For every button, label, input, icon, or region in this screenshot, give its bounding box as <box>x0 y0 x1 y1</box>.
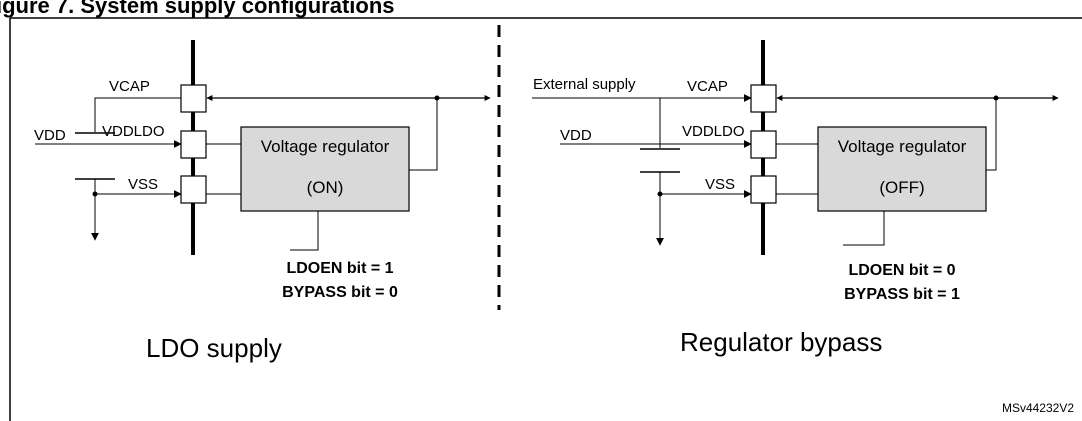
bypass-bit-label: BYPASS bit = 0 <box>282 284 398 301</box>
external-supply-label: External supply <box>533 76 636 93</box>
vddldo-label: VDDLDO <box>102 123 165 140</box>
control-wire <box>290 211 319 251</box>
regulator-output-wire <box>986 98 997 171</box>
vdd-label: VDD <box>560 127 592 144</box>
bypass-bit-label: BYPASS bit = 1 <box>844 286 960 303</box>
figure-title: igure 7. System supply configurations <box>0 0 395 18</box>
vcap-pin-box <box>180 84 207 113</box>
regulator-label: Voltage regulator <box>261 137 390 156</box>
vddldo-pin-box <box>180 130 207 159</box>
ldo-supply-panel: Voltage regulator (ON) VCAP VDD VDDLDO V… <box>34 40 491 363</box>
regulator-label: Voltage regulator <box>838 137 967 156</box>
vcap-wire <box>94 97 181 132</box>
regulator-bypass-panel: Voltage regulator (OFF) External supply … <box>532 40 1059 357</box>
regulator-state: (ON) <box>307 178 344 197</box>
control-wire <box>843 211 885 246</box>
figure-reference: MSv44232V2 <box>1002 401 1074 415</box>
vdd-label: VDD <box>34 127 66 144</box>
vcap-label: VCAP <box>687 78 728 95</box>
regulator-output-wire <box>409 98 438 171</box>
vss-label: VSS <box>705 176 735 193</box>
voltage-regulator-block <box>817 126 987 212</box>
vcap-pin-box <box>750 84 777 113</box>
voltage-regulator-block <box>240 126 410 212</box>
vddldo-label: VDDLDO <box>682 123 745 140</box>
regulator-state: (OFF) <box>879 178 924 197</box>
ldo-supply-caption: LDO supply <box>146 333 282 363</box>
vddldo-pin-box <box>750 130 777 159</box>
ldoen-bit-label: LDOEN bit = 1 <box>286 260 393 277</box>
regulator-bypass-caption: Regulator bypass <box>680 327 882 357</box>
vss-label: VSS <box>128 176 158 193</box>
vss-pin-box <box>180 175 207 204</box>
vcap-label: VCAP <box>109 78 150 95</box>
ldoen-bit-label: LDOEN bit = 0 <box>848 262 955 279</box>
vss-pin-box <box>750 175 777 204</box>
